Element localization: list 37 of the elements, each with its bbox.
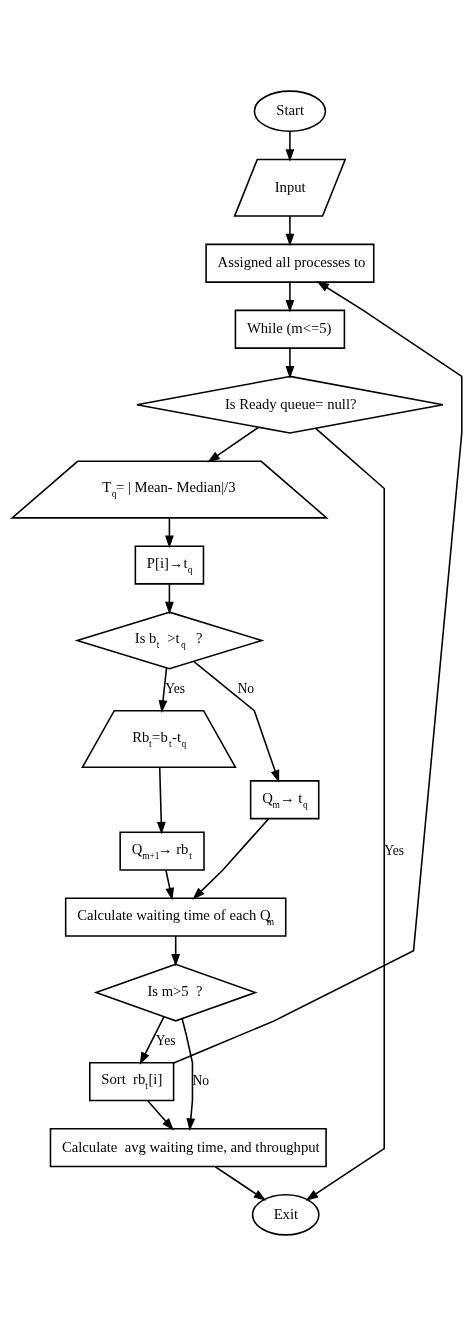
node-diamond: Is m>5 ? bbox=[93, 962, 258, 1022]
node-box: Assigned all processes to bbox=[205, 243, 375, 283]
arrow bbox=[156, 766, 166, 835]
edge-label: Yes bbox=[155, 1032, 176, 1048]
node-box: Calculate avg waiting time, and throughput bbox=[49, 1127, 327, 1167]
edge-label: No bbox=[237, 680, 255, 696]
arrow bbox=[171, 935, 181, 967]
node-box: While (m<=5) bbox=[234, 309, 346, 349]
arrow bbox=[207, 426, 260, 462]
arrow bbox=[165, 582, 174, 614]
arrow bbox=[181, 1017, 196, 1131]
arrow bbox=[158, 667, 168, 713]
arrow bbox=[165, 869, 175, 900]
node-ellipse: Exit bbox=[251, 1193, 320, 1236]
arrow bbox=[139, 1015, 165, 1065]
node-box: Q$_{m}$→ t$_{q}$ bbox=[249, 779, 320, 819]
node-box: Q$_{m+1}$→ rb$_{t}$ bbox=[119, 830, 205, 871]
node-ellipse: Start bbox=[253, 89, 327, 132]
arrow bbox=[285, 281, 295, 313]
arrow bbox=[146, 1099, 174, 1130]
arrow bbox=[193, 660, 280, 783]
arrow bbox=[285, 347, 295, 379]
arrow bbox=[285, 130, 295, 162]
node-diamond: Is Ready queue= null? bbox=[136, 375, 444, 434]
arrow bbox=[192, 817, 270, 900]
edge-label: Yes bbox=[165, 680, 186, 696]
arrow bbox=[165, 516, 174, 548]
arrow bbox=[214, 1165, 267, 1201]
node-diamond: Is b$_{t}$ >t$_{q}$ ? bbox=[74, 610, 265, 670]
node-box: P[i]→t$_{q}$ bbox=[134, 544, 205, 585]
edge-label: No bbox=[192, 1072, 210, 1088]
arrow bbox=[285, 214, 295, 246]
arrow bbox=[305, 427, 385, 1201]
node-box: Sort rb$_{t}$[i] bbox=[89, 1061, 175, 1101]
arrow bbox=[172, 280, 463, 1064]
edge-label: Yes bbox=[384, 842, 405, 858]
node-box: Calculate waiting time of each Q$_{m}$ bbox=[64, 896, 287, 937]
